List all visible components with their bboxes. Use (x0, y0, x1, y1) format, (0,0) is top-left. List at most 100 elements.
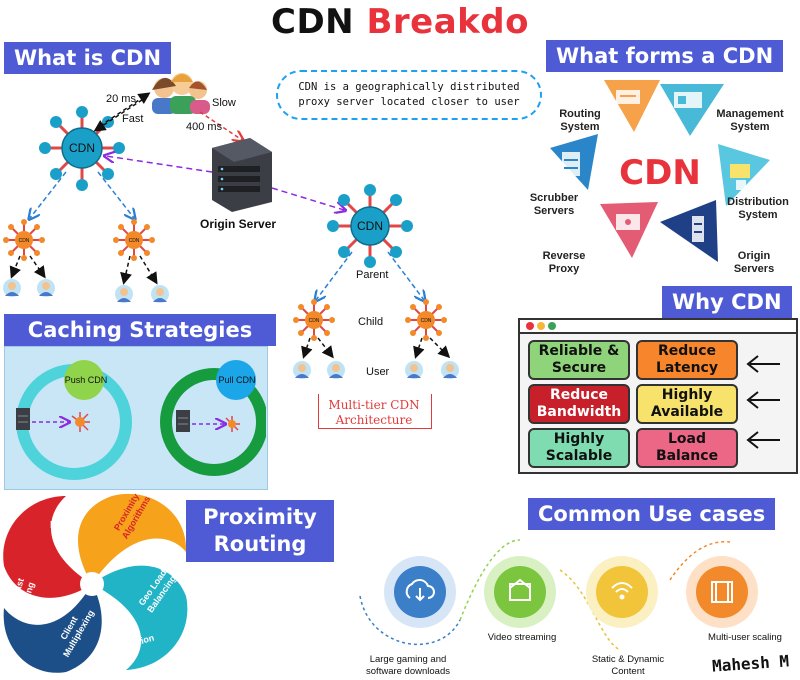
reliable-line2: Secure (551, 360, 607, 376)
distribution-system-icon (730, 164, 750, 190)
cdn-components-diagram: CDN (550, 80, 770, 262)
edge-cdn-label-right: CDN (129, 238, 140, 244)
why-cdn-banner: Why CDN (662, 286, 792, 318)
multitier-user-avatars (293, 361, 459, 379)
slow-time-label: 400 ms (186, 121, 223, 133)
parent-cdn-label: CDN (357, 219, 383, 233)
film-icon (711, 581, 733, 603)
gaming-line1: Large gaming and (369, 654, 447, 665)
multitier-caption-box (318, 394, 432, 429)
balance-line2: Balance (655, 448, 719, 464)
use-case-video-label: Video streaming (487, 632, 557, 643)
push-cdn-badge (64, 360, 104, 400)
cdn-hub-label: CDN (69, 141, 95, 155)
arrow-left-icon (746, 431, 780, 449)
use-cases-flow (359, 539, 758, 651)
routing-line1: Routing (559, 108, 601, 120)
proximity-routing-banner: Proximity Routing (186, 500, 334, 562)
box-icon (509, 578, 531, 601)
why-arrows (746, 355, 780, 449)
distribution-line2: System (738, 209, 778, 221)
static-line1: Static & Dynamic (591, 654, 665, 665)
use-cases-banner: Common Use cases (528, 498, 776, 530)
origin-server-icon (212, 138, 272, 212)
bandwidth-line2: Bandwidth (536, 404, 622, 420)
caching-strategies-banner: Caching Strategies (4, 314, 276, 346)
child-cdn-label-left: CDN (309, 318, 320, 324)
origin-server-label: Origin Server (200, 217, 276, 231)
push-server-icon (16, 408, 30, 430)
reverse-line1: Reverse (542, 250, 586, 262)
reverse-line2: Proxy (548, 263, 580, 275)
origin-line2: Servers (733, 263, 775, 275)
edge-cdn-node-right (113, 219, 155, 261)
multitier-caption: Multi-tier CDN Architecture (318, 398, 430, 428)
page-title: CDN Breakdo (0, 2, 800, 42)
multitier-caption-line1: Multi-tier CDN (328, 398, 420, 412)
scrubber-servers-icon (562, 152, 580, 176)
available-line1: Highly (661, 387, 713, 403)
edge-cdn-label-left: CDN (19, 238, 30, 244)
gaming-line2: software downloads (366, 666, 450, 677)
pull-edge-cdn-icon (225, 416, 240, 432)
proximity-line2: Routing (213, 532, 307, 556)
dns-label: DNS (50, 520, 72, 531)
download-cloud-icon (405, 579, 435, 602)
what-is-cdn-diagram: CDN 20 ms Fast Slow 400 ms Origin Server… (3, 73, 540, 320)
swirl-center (80, 572, 104, 596)
proximity-line1: Proximity (203, 505, 317, 529)
user-label: User (366, 366, 390, 378)
what-forms-cdn-banner: What forms a CDN (546, 40, 784, 72)
routing-line2: System (560, 121, 600, 133)
edge-cdn-node-left (3, 219, 45, 261)
pull-cdn-badge (216, 360, 256, 400)
origin-line1: Origin (737, 250, 771, 262)
static-line2: Content (611, 666, 645, 677)
latency-line1: Reduce (657, 343, 717, 359)
user-avatars-left (3, 279, 169, 303)
scrubber-line1: Scrubber (529, 192, 579, 204)
fast-time-label: 20 ms (106, 93, 136, 105)
latency-line2: Latency (656, 360, 718, 376)
close-dot-icon (526, 322, 534, 330)
management-line1: Management (716, 108, 784, 120)
pull-cycle-ring (160, 368, 266, 476)
push-edge-cdn-icon (71, 412, 90, 432)
origin-servers-icon (692, 216, 704, 242)
fast-label: Fast (122, 113, 143, 125)
wifi-icon (611, 582, 633, 600)
management-line2: System (730, 121, 770, 133)
components-center-label: CDN (619, 153, 701, 193)
scalable-line1: Highly (553, 431, 605, 447)
maximize-dot-icon (548, 322, 556, 330)
cdn-definition-bubble: CDN is a geographically distributed prox… (276, 70, 542, 120)
use-case-multiuser-label: Multi-user scaling (708, 632, 782, 643)
reliable-line1: Reliable & (538, 343, 620, 359)
bandwidth-line1: Reduce (549, 387, 609, 403)
multitier-caption-line2: Architecture (335, 413, 413, 427)
balance-line1: Load (667, 431, 706, 447)
management-system-icon (674, 92, 702, 108)
why-reliable-box: Reliable &Secure (528, 340, 630, 380)
swirl-segments (3, 493, 188, 673)
browser-titlebar (520, 320, 796, 334)
child-label: Child (358, 316, 384, 328)
proximity-routing-swirl (3, 493, 188, 673)
parent-label: Parent (356, 269, 388, 281)
scalable-line2: Scalable (545, 448, 613, 464)
distribution-line1: Distribution (727, 196, 789, 208)
slow-label: Slow (212, 97, 236, 109)
parent-cdn-node (327, 184, 413, 268)
arrow-left-icon (746, 355, 780, 373)
child-cdn-node-left (293, 299, 335, 341)
users-group-icon (152, 73, 210, 114)
